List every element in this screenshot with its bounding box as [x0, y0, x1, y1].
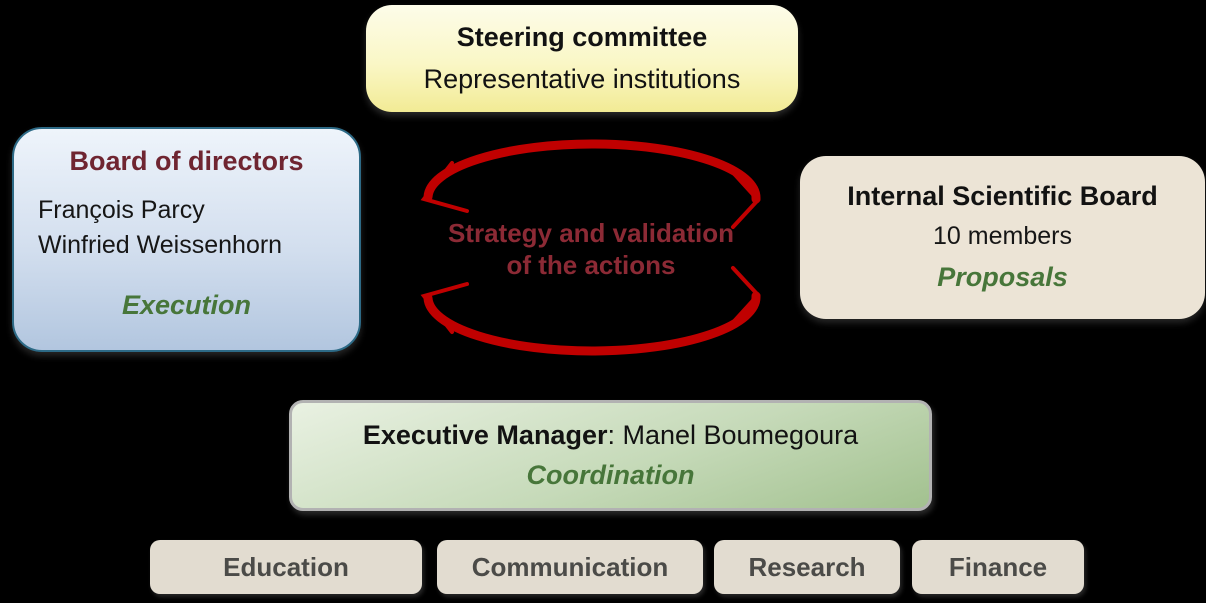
department-box-research: Research: [714, 540, 900, 594]
department-box-education: Education: [150, 540, 422, 594]
cycle-arrow-bottom-left-hook-icon: [420, 282, 469, 334]
board-of-directors-title: Board of directors: [69, 146, 304, 176]
cycle-label: Strategy and validation of the actions: [415, 217, 767, 281]
internal-scientific-board-box: Internal Scientific Board 10 members Pro…: [800, 156, 1205, 319]
steering-committee-subtitle: Representative institutions: [423, 63, 741, 94]
steering-committee-title: Steering committee: [456, 21, 708, 52]
internal-scientific-board-role-label: Proposals: [937, 262, 1068, 293]
department-box-finance: Finance: [912, 540, 1084, 594]
cycle-arrow-top-right-hook-icon: [725, 164, 761, 229]
executive-manager-name: : Manel Boumegoura: [607, 420, 859, 450]
board-of-directors-box: Board of directors François Parcy Winfri…: [12, 127, 361, 352]
department-box-communication: Communication: [437, 540, 703, 594]
executive-manager-title: Executive Manager: [362, 420, 608, 450]
cycle-label-line1: Strategy and validation: [447, 218, 735, 248]
steering-committee-box: Steering committee Representative instit…: [366, 5, 798, 112]
board-member: François Parcy: [38, 196, 205, 224]
cycle-arrow-top-left-hook-icon: [420, 161, 469, 213]
board-members-list: François Parcy Winfried Weissenhorn: [38, 193, 359, 263]
executive-manager-role-label: Coordination: [526, 460, 695, 490]
executive-manager-box: Executive Manager: Manel Boumegoura Coor…: [289, 400, 932, 511]
internal-scientific-board-subtitle: 10 members: [933, 222, 1072, 251]
board-role-label: Execution: [121, 290, 252, 320]
cycle-arrow-bottom-right-hook-icon: [725, 266, 761, 331]
executive-manager-title-line: Executive Manager: Manel Boumegoura: [292, 420, 929, 451]
internal-scientific-board-title: Internal Scientific Board: [847, 180, 1158, 211]
cycle-label-line2: of the actions: [506, 250, 676, 280]
cycle-arrow-bottom: [423, 291, 761, 356]
board-member: Winfried Weissenhorn: [38, 231, 283, 259]
cycle-arrow-top: [423, 139, 761, 204]
